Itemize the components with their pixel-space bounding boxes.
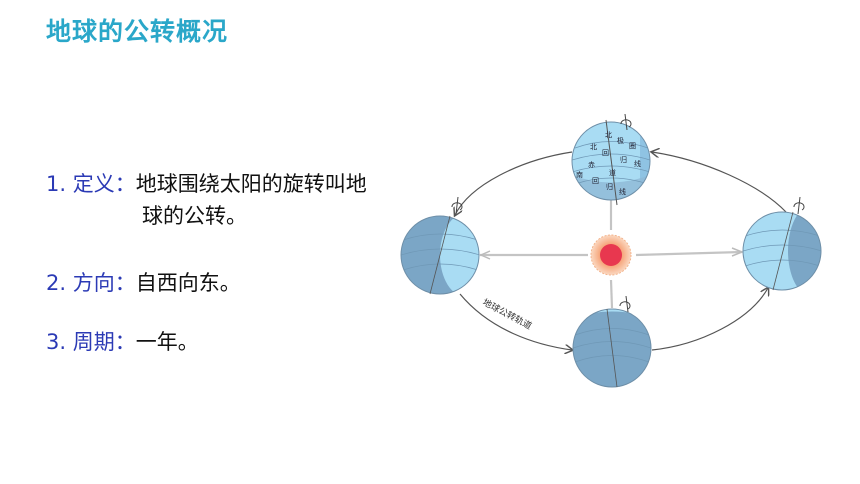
item-text: 自西向东。 bbox=[135, 271, 241, 295]
item-text-line1: 地球围绕太阳的旋转叫地 bbox=[135, 172, 367, 196]
svg-text:赤: 赤 bbox=[588, 161, 595, 169]
item-text-line2: 球的公转。 bbox=[142, 204, 247, 228]
svg-text:线: 线 bbox=[619, 187, 626, 196]
globe-latitude-labels: 北 极 圈 北 回 归 线 赤 道 南 回 归 线 bbox=[576, 131, 641, 196]
item-label: 定义 bbox=[72, 172, 115, 196]
orbit-label: 地球公转轨道 bbox=[481, 296, 534, 332]
orbit-arc-top-right bbox=[652, 152, 787, 213]
orbit-arc-bottom-right bbox=[651, 288, 768, 351]
item-colon: ： bbox=[114, 330, 136, 354]
item-number: 1. bbox=[46, 172, 73, 196]
item-colon: ： bbox=[114, 271, 136, 295]
svg-text:圈: 圈 bbox=[629, 142, 636, 150]
sun bbox=[590, 234, 632, 276]
svg-text:北: 北 bbox=[590, 143, 597, 151]
item-label: 方向 bbox=[72, 271, 115, 295]
globe-bottom bbox=[572, 295, 652, 388]
definition-item: 1. 定义：地球围绕太阳的旋转叫地 球的公转。 bbox=[46, 168, 367, 232]
svg-text:极: 极 bbox=[617, 136, 624, 145]
svg-text:回: 回 bbox=[602, 149, 609, 157]
orbit-arc-bottom-left bbox=[459, 293, 572, 350]
ray-arrow-left bbox=[479, 250, 491, 260]
page-title: 地球的公转概况 bbox=[46, 17, 229, 46]
sun-rays bbox=[480, 200, 743, 309]
direction-item: 2. 方向：自西向东。 bbox=[46, 267, 241, 299]
svg-text:北: 北 bbox=[605, 131, 612, 139]
svg-text:归: 归 bbox=[606, 182, 613, 191]
globe-top: 北 极 圈 北 回 归 线 赤 道 南 回 归 线 bbox=[571, 113, 651, 206]
period-item: 3. 周期：一年。 bbox=[46, 326, 199, 358]
globe-left bbox=[400, 196, 480, 295]
item-number: 3. bbox=[46, 330, 73, 354]
svg-text:道: 道 bbox=[609, 168, 616, 177]
item-number: 2. bbox=[46, 271, 73, 295]
orbit-arc-top-left bbox=[455, 151, 573, 215]
svg-text:回: 回 bbox=[592, 177, 599, 185]
svg-text:南: 南 bbox=[576, 170, 583, 179]
item-label: 周期 bbox=[72, 330, 115, 354]
item-text: 一年。 bbox=[135, 330, 199, 354]
globe-right bbox=[742, 196, 822, 291]
ray-arrow-right bbox=[731, 247, 745, 257]
svg-text:归: 归 bbox=[620, 155, 627, 164]
svg-text:线: 线 bbox=[634, 159, 641, 168]
item-colon: ： bbox=[114, 172, 136, 196]
